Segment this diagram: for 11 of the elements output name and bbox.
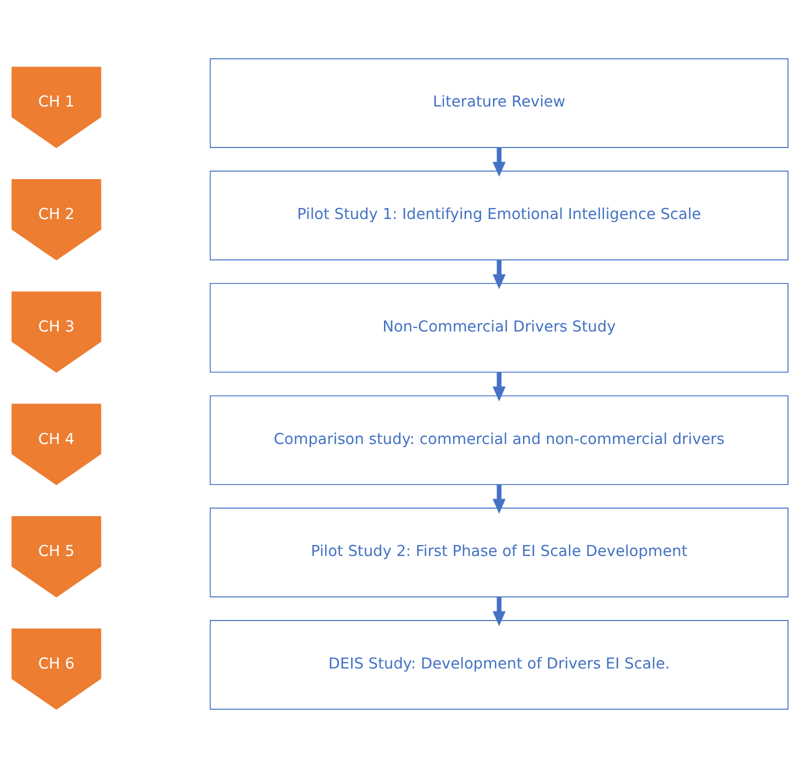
arrow bbox=[492, 260, 506, 289]
arrow bbox=[492, 372, 506, 401]
node-box: Pilot Study 1: Identifying Emotional Intelligence Scale bbox=[210, 170, 788, 260]
arrow bbox=[492, 484, 506, 514]
node-box: Pilot Study 2: First Phase of EI Scale Development bbox=[210, 507, 788, 597]
node-box: Comparison study: commercial and non-commercial drivers bbox=[210, 394, 788, 485]
node-box: DEIS Study: Development of Drivers EI Scale. bbox=[210, 620, 788, 710]
node-box: Non-Commercial Drivers Study bbox=[210, 282, 788, 372]
node-box: Literature Review bbox=[210, 58, 788, 148]
arrow bbox=[492, 147, 506, 176]
arrow bbox=[492, 596, 506, 626]
